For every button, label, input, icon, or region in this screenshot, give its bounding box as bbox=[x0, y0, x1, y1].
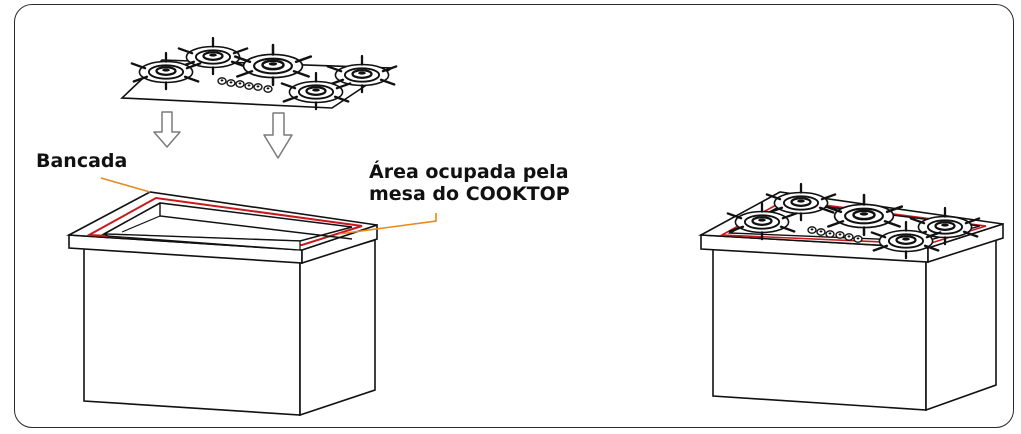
figure-frame bbox=[14, 4, 1014, 428]
bancada-leader-line bbox=[100, 177, 151, 193]
cooktop-icon bbox=[120, 36, 398, 111]
installed-cooktop-illustration bbox=[698, 182, 1004, 412]
bancada-label: Bancada bbox=[36, 150, 128, 172]
down-arrow-icon bbox=[153, 111, 181, 148]
cooktop-area-label: Área ocupada pela mesa do COOKTOP bbox=[369, 161, 570, 205]
cooktop-area-label-line1: Área ocupada pela bbox=[369, 161, 569, 183]
down-arrow-icon bbox=[263, 112, 293, 159]
area-leader-line bbox=[338, 213, 437, 235]
countertop-icon bbox=[66, 191, 378, 417]
cooktop-area-label-line2: mesa do COOKTOP bbox=[369, 183, 570, 205]
